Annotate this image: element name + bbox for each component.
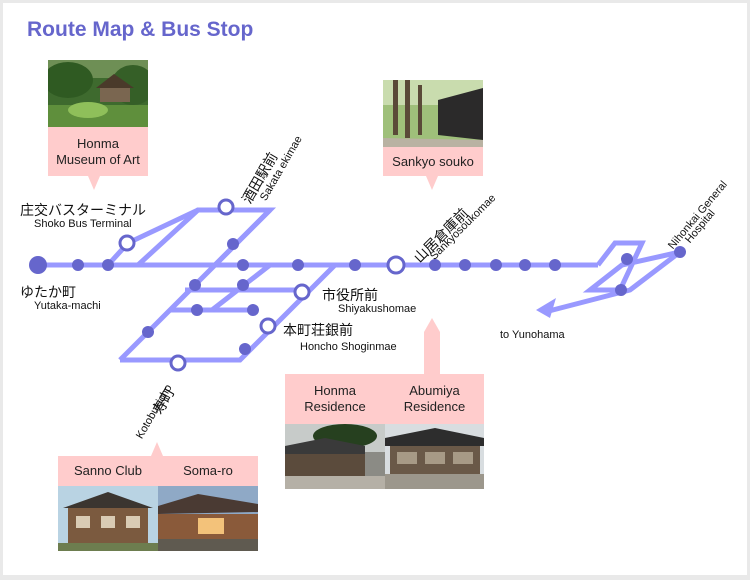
stop-sankyo [386, 255, 406, 275]
route-stops [29, 238, 686, 355]
stop-label-shoko-en: Shoko Bus Terminal [34, 218, 132, 230]
callout-honma-museum-line1: Honma [77, 136, 119, 151]
callout-sankyo-souko: Sankyo souko [383, 147, 483, 176]
photo-sanno-club [58, 486, 158, 551]
stop-honcho [259, 317, 277, 335]
callout-abumiya-residence-line2: Residence [403, 399, 466, 414]
stop-shoko [118, 234, 136, 252]
stop-label-yutaka-en: Yutaka-machi [34, 300, 101, 312]
stop-label-shoko-jp: 庄交バスターミナル [20, 203, 146, 219]
stop-label-yutaka-jp: ゆたか町 [20, 285, 76, 301]
callout-honma-museum-line2: Museum of Art [56, 152, 140, 167]
direction-arrow-icon [536, 298, 556, 318]
callout-honma-residence: Honma Residence [285, 374, 385, 424]
callout-honma-residence-line1: Honma [314, 383, 356, 398]
stop-label-honcho-en: Honcho Shoginmae [300, 341, 397, 353]
callout-abumiya-residence-line1: Abumiya [409, 383, 460, 398]
photo-honma-residence [285, 424, 385, 489]
callout-pointers [88, 176, 440, 456]
photo-sankyo-souko [383, 80, 483, 147]
callout-sanno-club: Sanno Club [58, 456, 158, 486]
stop-kotobuki [169, 354, 187, 372]
direction-label: to Yunohama [500, 329, 565, 341]
stop-sakata [217, 198, 235, 216]
stop-label-shiyaku-jp: 市役所前 [322, 288, 378, 304]
stop-label-honcho-jp: 本町荘銀前 [283, 323, 353, 339]
callout-honma-museum: Honma Museum of Art [48, 127, 148, 176]
page-title: Route Map & Bus Stop [27, 18, 254, 41]
photo-abumiya-residence [385, 424, 484, 489]
photo-honma-museum [48, 60, 148, 127]
callout-abumiya-residence: Abumiya Residence [385, 374, 484, 424]
photo-soma-ro [158, 486, 258, 551]
major-stops [118, 198, 406, 372]
stop-label-shiyaku-en: Shiyakushomae [338, 303, 417, 315]
stop-shiyaku [293, 283, 311, 301]
stop-yutaka [29, 256, 47, 274]
callout-honma-residence-line2: Residence [304, 399, 366, 414]
callout-soma-ro: Soma-ro [158, 456, 258, 486]
